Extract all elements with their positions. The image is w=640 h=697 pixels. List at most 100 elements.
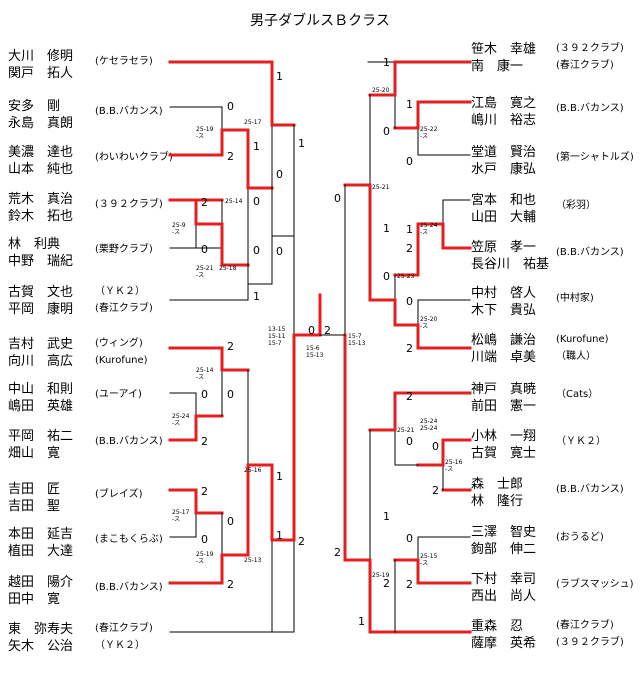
score-label: 15-7 — [268, 340, 282, 347]
score-label: -ス — [420, 323, 428, 330]
left-player-name: 田中 寛 — [8, 592, 61, 607]
score-label: 0 — [276, 168, 283, 181]
score-label: 25-24 — [172, 413, 190, 420]
left-player-name: 鈴木 拓也 — [8, 209, 74, 224]
left-player-name: 古賀 文也 — [8, 285, 74, 300]
score-label: 1 — [276, 470, 283, 483]
score-label: 2 — [227, 340, 234, 353]
score-label: 2 — [227, 150, 234, 163]
score-label: 1 — [253, 140, 260, 153]
score-label: 0 — [383, 125, 390, 138]
right-player-name: 笠原 孝一 — [471, 240, 537, 255]
left-player-name: 美濃 達也 — [8, 145, 74, 160]
club-name: (ウィング) — [95, 338, 143, 349]
right-player-name: 長谷川 祐基 — [471, 257, 550, 272]
club-name: (ラブスマッシュ) — [556, 579, 634, 590]
club-name: (わいわいクラブ) — [95, 152, 173, 163]
score-label: -ス — [196, 374, 204, 381]
score-label: 0 — [406, 532, 413, 545]
club-name: (３９２クラブ) — [556, 637, 624, 648]
score-label: 0 — [432, 440, 439, 453]
right-player-name: 前田 憲一 — [471, 399, 537, 414]
right-player-name: 江島 寛之 — [471, 96, 537, 111]
score-label: 2 — [201, 435, 208, 448]
right-player-name: 宮本 和也 — [471, 193, 537, 208]
score-label: 25-21 — [372, 184, 390, 191]
score-label: 13-15 — [268, 326, 286, 333]
club-name: (Kurofune) — [95, 355, 148, 366]
score-label: 25-20 — [420, 316, 438, 323]
score-label: 25-19 — [372, 572, 390, 579]
club-name: (B.B.バカンス) — [556, 247, 624, 258]
score-label: 25-24 — [420, 222, 438, 229]
score-label: 0 — [334, 192, 341, 205]
left-player-name: 中野 瑞紀 — [8, 254, 74, 269]
score-label: 2 — [406, 578, 413, 591]
score-label: 0 — [227, 100, 234, 113]
right-player-name: 薩摩 英希 — [471, 636, 537, 651]
score-label: 2 — [432, 484, 439, 497]
club-name: (春江クラブ) — [95, 623, 153, 634]
score-label: 25-14 — [225, 198, 243, 205]
right-player-name: 川端 卓美 — [471, 350, 537, 365]
right-player-name: 三澤 智史 — [471, 525, 537, 540]
club-name: （ＹＫ２） — [95, 286, 145, 297]
right-player-name: 下村 幸司 — [471, 572, 537, 587]
page-title: 男子ダブルスＢクラス — [250, 13, 390, 29]
score-label: -ス — [420, 229, 428, 236]
score-label: 2 — [383, 577, 390, 590]
club-name: (B.B.バカンス) — [556, 484, 624, 495]
score-label: 25-19 — [196, 126, 214, 133]
club-name: (春江クラブ) — [556, 60, 614, 71]
right-player-name: 重森 忍 — [471, 619, 524, 634]
left-player-name: 畑山 寛 — [8, 446, 61, 461]
right-player-name: 木下 貴弘 — [471, 303, 537, 318]
club-name: (栗野クラブ) — [95, 244, 153, 255]
left-player-name: 嶋田 英雄 — [8, 399, 74, 414]
score-label: 25-21 — [196, 265, 214, 272]
left-player-name: 平岡 康明 — [8, 302, 74, 317]
score-label: 1 — [298, 137, 305, 150]
score-label: 2 — [406, 342, 413, 355]
score-label: 1 — [358, 615, 365, 628]
score-label: 0 — [406, 435, 413, 448]
score-label: 1 — [383, 56, 390, 69]
score-label: 15-11 — [268, 333, 286, 340]
club-name: (春江クラブ) — [95, 303, 153, 314]
score-label: 2 — [334, 546, 341, 559]
score-label: 25-24 — [420, 425, 438, 432]
left-player-name: 矢木 公治 — [8, 639, 74, 654]
left-player-name: 大川 修明 — [8, 49, 74, 64]
score-label: 15-6 — [306, 345, 320, 352]
right-player-name: 嶋川 裕志 — [471, 113, 537, 128]
club-name: (おうるど) — [556, 532, 604, 543]
left-player-name: 安多 剛 — [8, 99, 61, 114]
score-label: 1 — [276, 529, 283, 542]
club-name: (B.B.バカンス) — [556, 103, 624, 114]
score-label: -ス — [196, 558, 204, 565]
score-label: 1 — [253, 290, 260, 303]
score-label: -ス — [420, 560, 428, 567]
club-name: (ユーアイ) — [95, 389, 142, 400]
score-label: -ス — [172, 420, 180, 427]
score-label: 0 — [406, 295, 413, 308]
score-label: 0 — [253, 195, 260, 208]
score-label: 2 — [406, 242, 413, 255]
score-label: 0 — [201, 388, 208, 401]
right-player-name: 林 隆行 — [471, 494, 524, 509]
club-name: （職人） — [556, 351, 596, 362]
club-name: (春江クラブ) — [556, 620, 614, 631]
club-name: (第一シャトルズ) — [556, 152, 634, 163]
club-name: (Kurofune) — [556, 334, 609, 345]
score-label: 0 — [383, 270, 390, 283]
score-label: 2 — [406, 390, 413, 403]
right-player-name: 古賀 寛士 — [471, 446, 537, 461]
left-player-name: 吉田 匠 — [8, 482, 61, 497]
left-player-name: 関戸 拓人 — [8, 66, 74, 81]
score-label: 0 — [227, 388, 234, 401]
score-label: 25-16 — [445, 459, 463, 466]
score-label: 1 — [406, 223, 413, 236]
left-player-name: 植田 大達 — [8, 544, 74, 559]
right-player-name: 松嶋 謙治 — [471, 333, 537, 348]
